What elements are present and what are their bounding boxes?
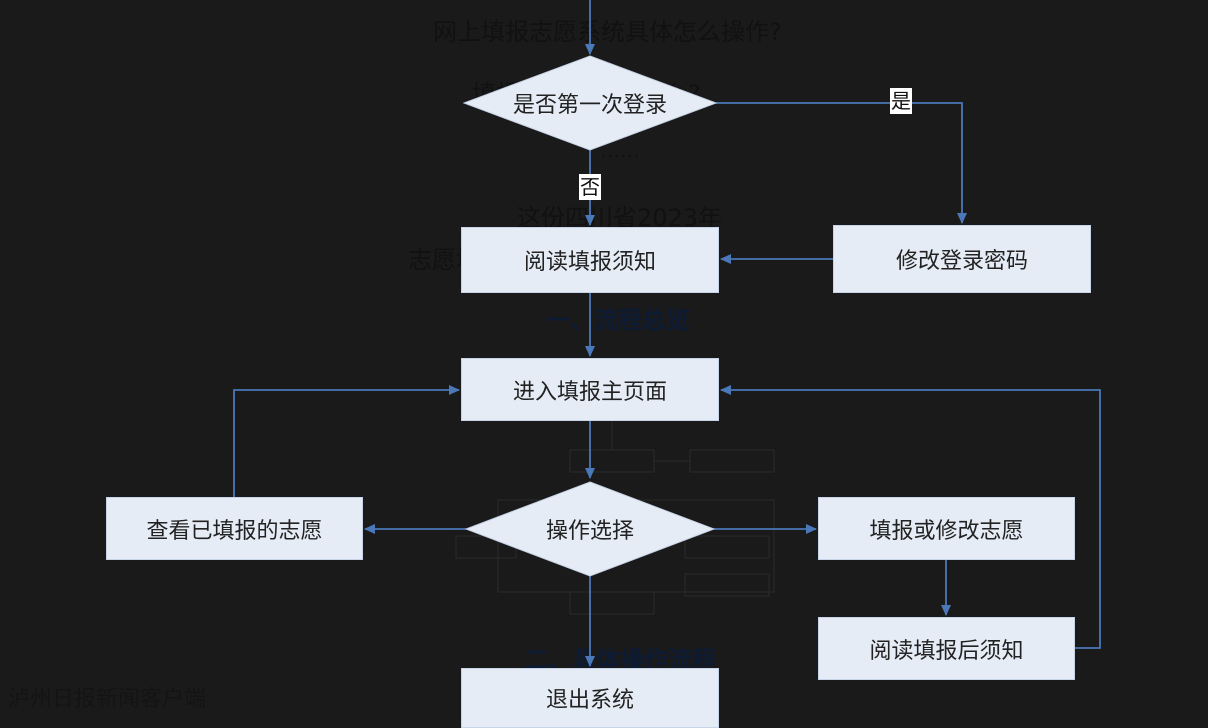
source-watermark: 泸州日报新闻客户端 — [8, 687, 207, 712]
edge-label-no: 否 — [579, 174, 601, 200]
decision-operation-choice: 操作选择 — [545, 519, 634, 544]
connector-view-filled-to-enter-main — [233, 385, 460, 497]
article-line-1: 网上填报志愿系统具体怎么操作? — [433, 18, 782, 46]
section-heading-overview: 一、流程总览 — [546, 306, 690, 334]
edge-label-yes: 是 — [890, 88, 912, 114]
decision-first-login-shape — [462, 55, 718, 151]
step-fill-or-modify: 填报或修改志愿 — [818, 497, 1075, 560]
step-change-password: 修改登录密码 — [833, 225, 1091, 293]
connector-read-after-to-enter-main — [720, 385, 1101, 649]
step-read-after-notice: 阅读填报后须知 — [818, 617, 1075, 680]
step-read-notice: 阅读填报须知 — [461, 227, 719, 293]
connector-yes-to-change-password — [716, 102, 967, 224]
decision-first-login: 是否第一次登录 — [512, 93, 667, 118]
decision-operation-shape — [464, 481, 716, 577]
step-exit-system: 退出系统 — [461, 668, 719, 728]
step-view-filled: 查看已填报的志愿 — [106, 497, 363, 560]
step-enter-main-page: 进入填报主页面 — [461, 358, 719, 421]
